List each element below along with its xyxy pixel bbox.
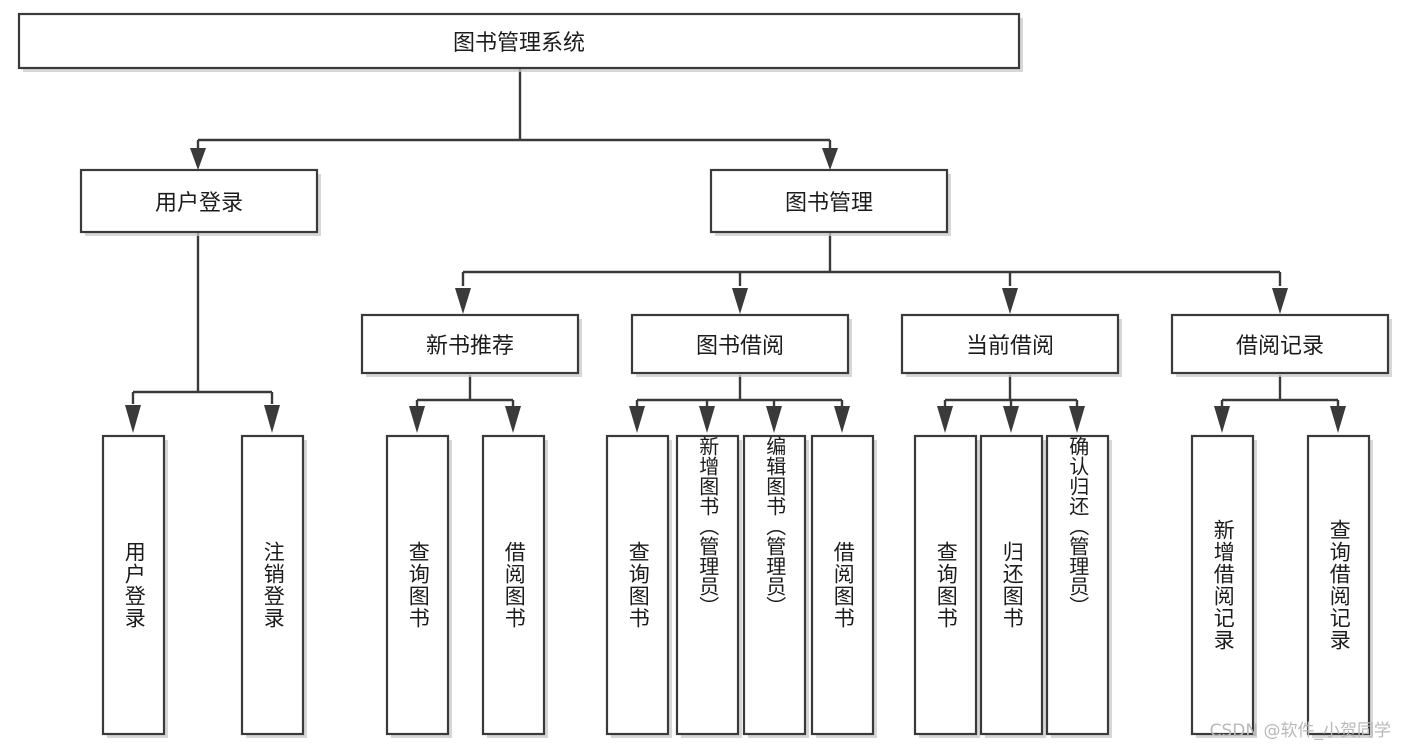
- arrowhead-level3-1: [455, 288, 471, 314]
- leaf-box-nb-1[interactable]: [385, 434, 450, 736]
- arrowhead-bookborrow-leaf-2: [699, 406, 715, 433]
- arrowhead-userlogin-leaf-2: [264, 405, 280, 433]
- arrowhead-bookmgmt: [822, 148, 838, 170]
- level2-box-1[interactable]: [79, 168, 319, 234]
- leaf-box-cb-3[interactable]: [1045, 434, 1110, 736]
- arrowhead-level3-2: [732, 288, 748, 314]
- connectors-bookmgmt-to-level3: [455, 232, 1288, 314]
- arrowhead-currentborrow-leaf-2: [1003, 406, 1019, 433]
- leaf-box-cb-2[interactable]: [979, 434, 1044, 736]
- leaf-box-ul-1[interactable]: [101, 434, 166, 736]
- root-box[interactable]: [17, 12, 1021, 70]
- connectors-newbook-to-leaves: [409, 375, 521, 433]
- leaf-box-cb-1[interactable]: [913, 434, 978, 736]
- arrowhead-userlogin: [190, 148, 206, 170]
- leaf-box-br-1[interactable]: [1190, 434, 1255, 736]
- connectors-currentborrow-to-leaves: [937, 375, 1085, 433]
- leaf-box-nb-2[interactable]: [481, 434, 546, 736]
- level3-box-1[interactable]: [360, 313, 580, 375]
- level3-box-3[interactable]: [900, 313, 1120, 375]
- arrowhead-bookborrow-leaf-1: [629, 406, 645, 433]
- arrowhead-borrowrecord-leaf-1: [1214, 406, 1230, 433]
- arrowhead-newbook-leaf-1: [409, 406, 425, 433]
- arrowhead-currentborrow-leaf-1: [937, 406, 953, 433]
- arrowhead-newbook-leaf-2: [505, 406, 521, 433]
- connectors-bookborrow-to-leaves: [629, 375, 850, 433]
- level3-box-4[interactable]: [1170, 313, 1390, 375]
- leaf-box-bb-1[interactable]: [605, 434, 670, 736]
- leaf-box-bb-2[interactable]: [675, 434, 740, 736]
- leaf-box-bb-4[interactable]: [810, 434, 875, 736]
- arrowhead-bookborrow-leaf-4: [834, 406, 850, 433]
- arrowhead-currentborrow-leaf-3: [1069, 406, 1085, 433]
- arrowhead-borrowrecord-leaf-2: [1330, 406, 1346, 433]
- leaf-box-br-2[interactable]: [1306, 434, 1371, 736]
- level2-box-2[interactable]: [709, 168, 949, 234]
- level3-box-2[interactable]: [630, 313, 850, 375]
- node-boxes: [17, 12, 1392, 738]
- connectors-userlogin-to-leaves: [125, 232, 280, 433]
- arrowhead-userlogin-leaf-1: [125, 405, 141, 433]
- connectors-root-to-level2: [190, 67, 838, 170]
- leaf-box-ul-2[interactable]: [240, 434, 305, 736]
- arrowhead-bookborrow-leaf-3: [766, 406, 782, 433]
- leaf-box-bb-3[interactable]: [742, 434, 807, 736]
- connectors-borrowrecord-to-leaves: [1214, 375, 1346, 433]
- arrowhead-level3-4: [1272, 288, 1288, 314]
- arrowhead-level3-3: [1002, 288, 1018, 314]
- watermark: CSDN @软件_小贺同学: [1209, 721, 1391, 741]
